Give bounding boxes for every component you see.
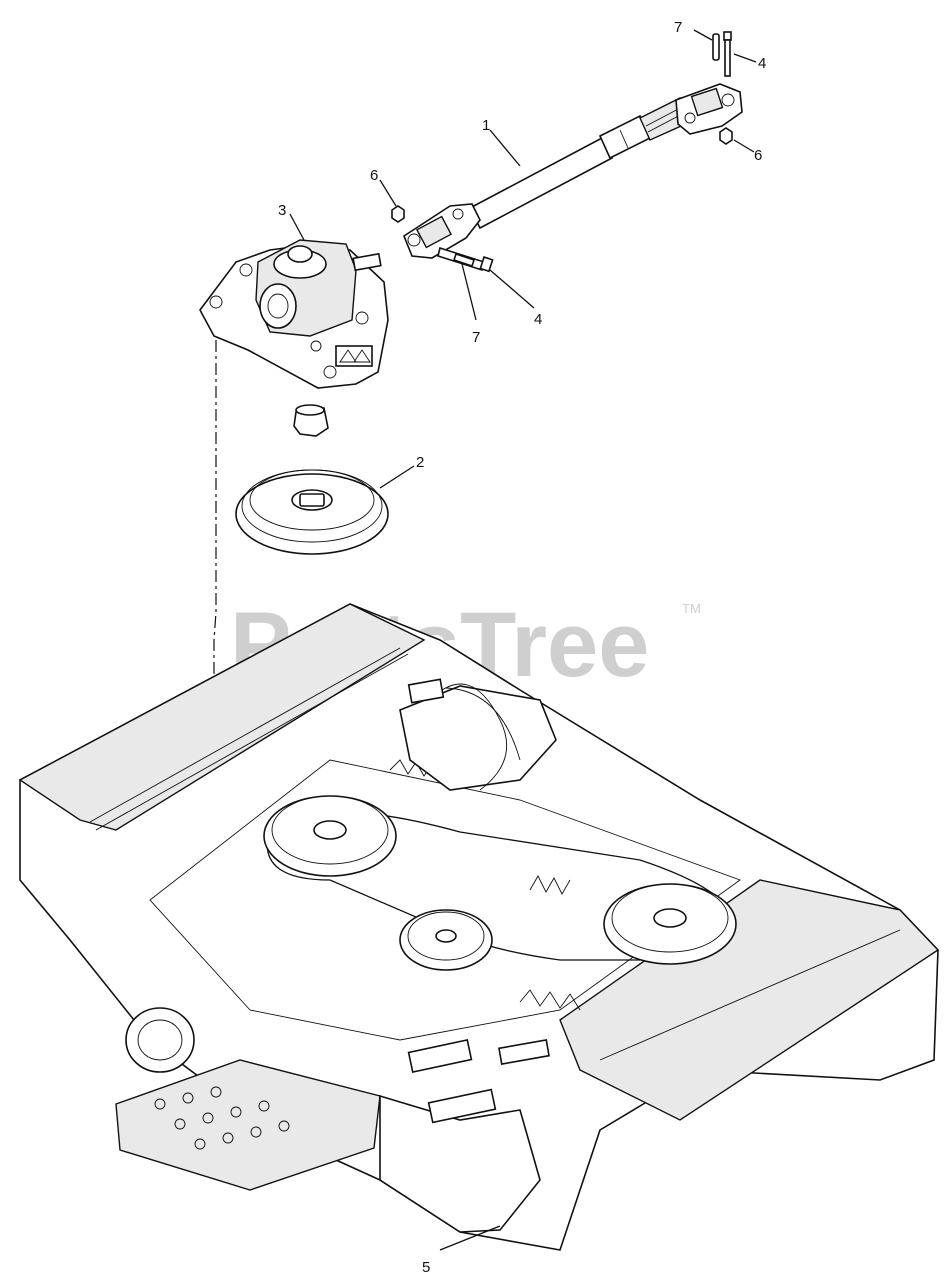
leader-lines [289, 29, 757, 1251]
drive-shaft[interactable] [403, 83, 743, 259]
callout-6-lower: 6 [370, 167, 378, 184]
callout-2: 2 [416, 454, 424, 471]
callout-3: 3 [278, 202, 286, 219]
roll-pin-lower[interactable] [452, 252, 476, 268]
callout-4-upper: 4 [758, 55, 766, 72]
watermark-trademark: TM [682, 601, 701, 616]
callout-7-lower: 7 [472, 329, 480, 346]
callout-5: 5 [422, 1259, 430, 1276]
callout-7-upper: 7 [674, 19, 682, 36]
roll-pin-upper[interactable] [712, 33, 720, 61]
nut-upper[interactable] [719, 127, 733, 145]
callout-1: 1 [482, 117, 490, 134]
gearbox[interactable] [199, 239, 389, 389]
footplate-holes [154, 1086, 290, 1150]
callout-6-upper: 6 [754, 147, 762, 164]
callout-4-lower: 4 [534, 311, 542, 328]
tapered-hub[interactable] [293, 404, 329, 437]
nut-lower[interactable] [391, 205, 405, 223]
pulley[interactable] [235, 469, 389, 555]
bolt-upper[interactable] [723, 31, 732, 77]
mower-deck[interactable] [18, 603, 940, 1251]
